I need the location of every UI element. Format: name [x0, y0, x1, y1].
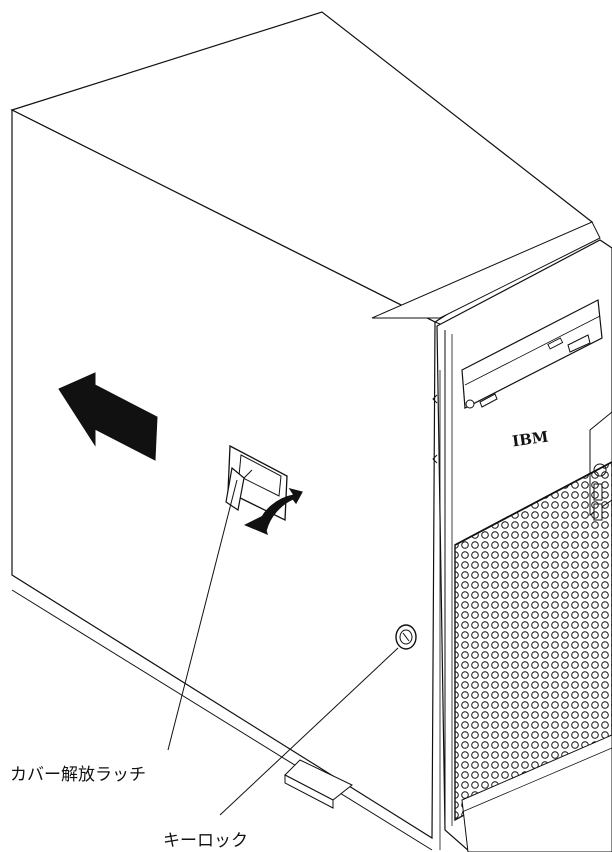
latch-leader-line: [167, 479, 238, 751]
brand-plate: IBM: [511, 428, 549, 451]
stabilizer-foot: [284, 759, 353, 809]
lock-cylinder-icon: [395, 624, 417, 650]
cover-release-latch: [225, 444, 288, 522]
bezel-base: [461, 734, 612, 852]
front-vent-grille: [454, 461, 612, 822]
brand-logo-text: IBM: [511, 428, 549, 451]
optical-drive-bay: [461, 299, 603, 409]
cover-release-latch-label: カバー解放ラッチ: [10, 765, 146, 785]
left-arrow-icon: [58, 372, 158, 461]
lock-leader-line: [219, 647, 399, 816]
side-cover-panel: [10, 11, 594, 851]
key-lock-label: キーロック: [163, 831, 248, 851]
curved-arrow-icon: [244, 488, 303, 535]
